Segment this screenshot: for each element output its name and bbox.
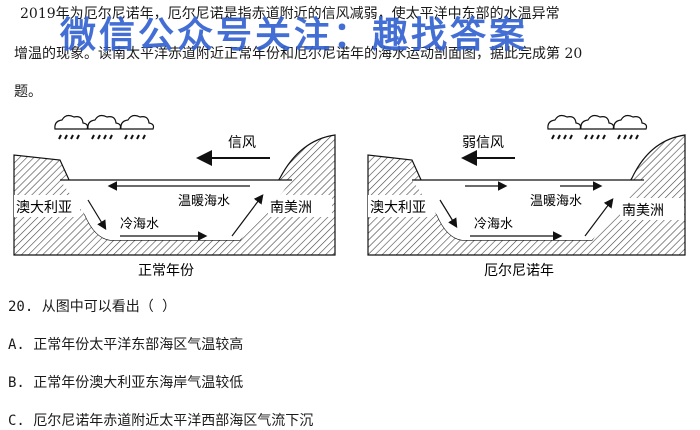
question-stem: 20. 从图中可以看出（ ）	[8, 299, 177, 315]
label-warm-water-right: 温暖海水	[530, 194, 582, 209]
option-b: B. 正常年份澳大利亚东海岸气温较低	[8, 375, 244, 391]
label-south-america-right: 南美洲	[622, 203, 664, 219]
passage-line-2: 增温的现象。读南太平洋赤道附近正常年份和厄尔尼诺年的海水运动剖面图，据此完成第 …	[14, 46, 583, 62]
watermark: 微信公众号关注：趣找答案	[60, 15, 529, 56]
ocean-left	[60, 180, 290, 240]
option-c: C. 厄尔尼诺年赤道附近太平洋西部海区气流下沉	[8, 413, 314, 429]
wind-label-left: 信风	[228, 135, 256, 151]
label-cold-water-left: 冷海水	[120, 217, 159, 232]
figure-el-nino-year: 弱信风 澳大利亚 南美洲 温暖海水 冷海水 厄尔尼诺年	[367, 114, 686, 279]
figure-svg: ٬٬٬ 信风 澳大利亚 南美洲 温暖海水 冷海水 正常年份	[13, 114, 686, 279]
caption-el-nino-year: 厄尔尼诺年	[484, 263, 554, 279]
label-south-america-left: 南美洲	[270, 200, 312, 216]
cloud-icons-right	[547, 114, 648, 140]
label-australia-right: 澳大利亚	[370, 200, 426, 216]
caption-normal-year: 正常年份	[138, 263, 194, 279]
wind-label-right: 弱信风	[462, 135, 504, 151]
cloud-icons-left	[54, 114, 155, 140]
label-cold-water-right: 冷海水	[474, 217, 513, 232]
passage-line-1: 2019年为厄尔尼诺年，厄尔尼诺是指赤道附近的信风减弱，使太平洋中东部的水温异常	[20, 6, 560, 22]
figure-normal-year: 信风 澳大利亚 南美洲 温暖海水 冷海水 正常年份	[13, 114, 336, 279]
label-warm-water-left: 温暖海水	[178, 194, 230, 209]
option-a: A. 正常年份太平洋东部海区气温较高	[8, 337, 244, 353]
label-australia-left: 澳大利亚	[16, 200, 72, 216]
ocean-right	[412, 180, 642, 240]
passage-line-3: 题。	[14, 84, 42, 100]
